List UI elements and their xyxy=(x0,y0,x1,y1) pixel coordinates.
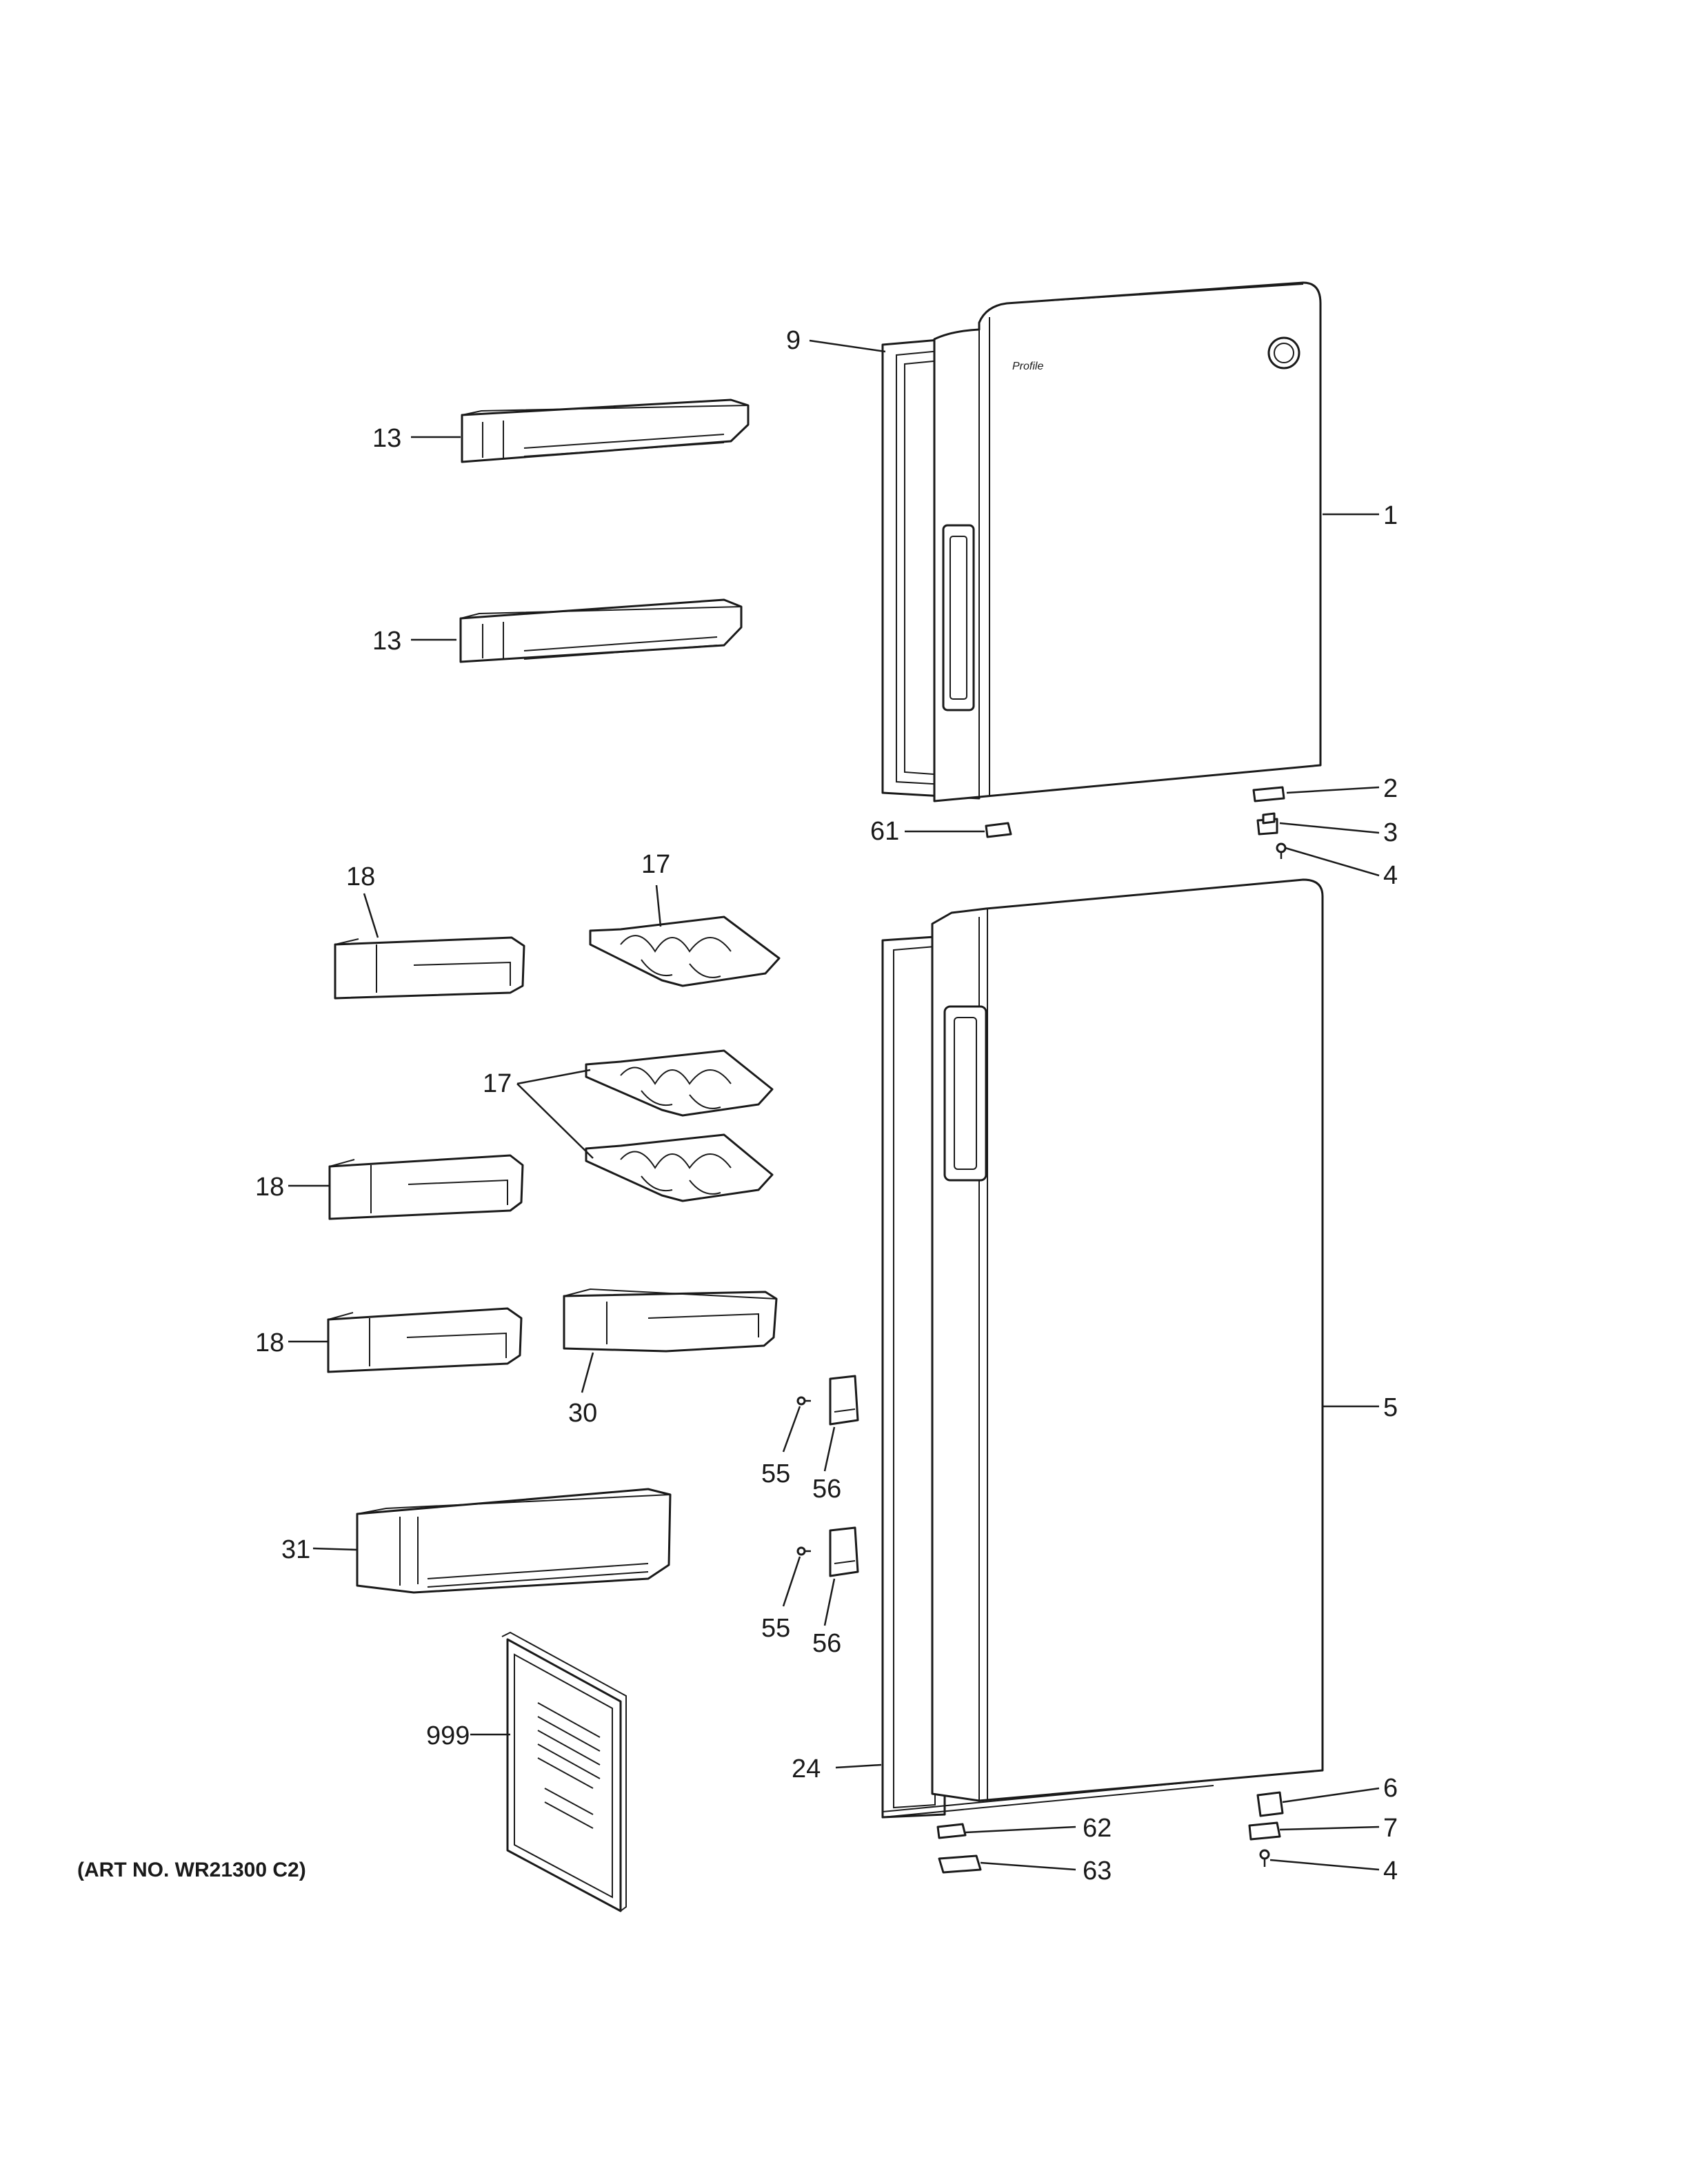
callout-3: 3 xyxy=(1383,818,1398,847)
callout-4: 4 xyxy=(1383,1857,1398,1885)
hinge-bracket-56-lower[interactable] xyxy=(829,1526,859,1577)
owners-manual-999[interactable] xyxy=(501,1631,627,1912)
door-bin-31[interactable] xyxy=(356,1488,672,1594)
upper-screw-4[interactable] xyxy=(1276,842,1287,859)
callout-6: 6 xyxy=(1383,1774,1398,1803)
upper-door-panel[interactable]: Profile xyxy=(933,281,1322,802)
callout-7: 7 xyxy=(1383,1814,1398,1843)
leader-lines xyxy=(288,339,1380,1871)
door-bin-18-bottom[interactable] xyxy=(327,1307,523,1373)
callout-63: 63 xyxy=(1083,1857,1112,1885)
callout-13: 13 xyxy=(372,627,401,656)
callout-61: 61 xyxy=(870,817,899,846)
callout-18: 18 xyxy=(255,1173,284,1202)
callout-labels: 9 1 13 13 2 61 3 4 18 17 17 18 18 30 5 5… xyxy=(255,326,1398,1885)
callout-1: 1 xyxy=(1383,501,1398,530)
hinge-bracket-56-upper[interactable] xyxy=(829,1375,859,1426)
door-bin-18-middle[interactable] xyxy=(328,1154,524,1220)
lower-hinge-part-6[interactable] xyxy=(1256,1791,1284,1817)
callout-17: 17 xyxy=(641,850,670,879)
lower-door-gasket[interactable] xyxy=(881,935,1214,1819)
callout-9: 9 xyxy=(786,326,801,355)
lower-screw-4[interactable] xyxy=(1259,1849,1270,1867)
door-bin-30[interactable] xyxy=(563,1288,778,1353)
door-bin-18-top[interactable] xyxy=(334,936,525,1000)
callout-18: 18 xyxy=(346,862,375,891)
callout-999: 999 xyxy=(426,1721,470,1750)
callout-2: 2 xyxy=(1383,774,1398,803)
screw-55-lower[interactable] xyxy=(796,1546,811,1556)
callout-62: 62 xyxy=(1083,1814,1112,1843)
callout-17: 17 xyxy=(483,1069,512,1098)
upper-door-stop-61[interactable] xyxy=(985,822,1012,838)
callout-18: 18 xyxy=(255,1328,284,1357)
egg-tray-17-middle[interactable] xyxy=(585,1049,774,1117)
lower-hinge-part-7[interactable] xyxy=(1248,1821,1281,1841)
brand-mark: Profile xyxy=(1012,361,1043,372)
callout-5: 5 xyxy=(1383,1393,1398,1422)
callout-56: 56 xyxy=(812,1629,841,1658)
door-stop-63[interactable] xyxy=(938,1854,982,1874)
callout-55: 55 xyxy=(761,1459,790,1488)
upper-hinge-part-2[interactable] xyxy=(1252,786,1285,802)
art-number: (ART NO. WR21300 C2) xyxy=(77,1859,306,1881)
callout-31: 31 xyxy=(281,1535,310,1564)
callout-30: 30 xyxy=(568,1399,597,1428)
screw-55-upper[interactable] xyxy=(796,1396,811,1406)
door-shelf-13-lower[interactable] xyxy=(459,598,743,663)
lower-door-panel[interactable] xyxy=(931,878,1324,1802)
door-shelf-13-upper[interactable] xyxy=(461,398,750,463)
callout-56: 56 xyxy=(812,1475,841,1504)
egg-tray-17-top[interactable] xyxy=(589,916,781,987)
callout-24: 24 xyxy=(792,1755,821,1783)
egg-tray-17-bottom[interactable] xyxy=(585,1133,774,1202)
callout-13: 13 xyxy=(372,424,401,453)
upper-hinge-part-3[interactable] xyxy=(1256,812,1278,836)
callout-4: 4 xyxy=(1383,861,1398,890)
door-stop-62[interactable] xyxy=(936,1823,967,1839)
callout-55: 55 xyxy=(761,1614,790,1643)
